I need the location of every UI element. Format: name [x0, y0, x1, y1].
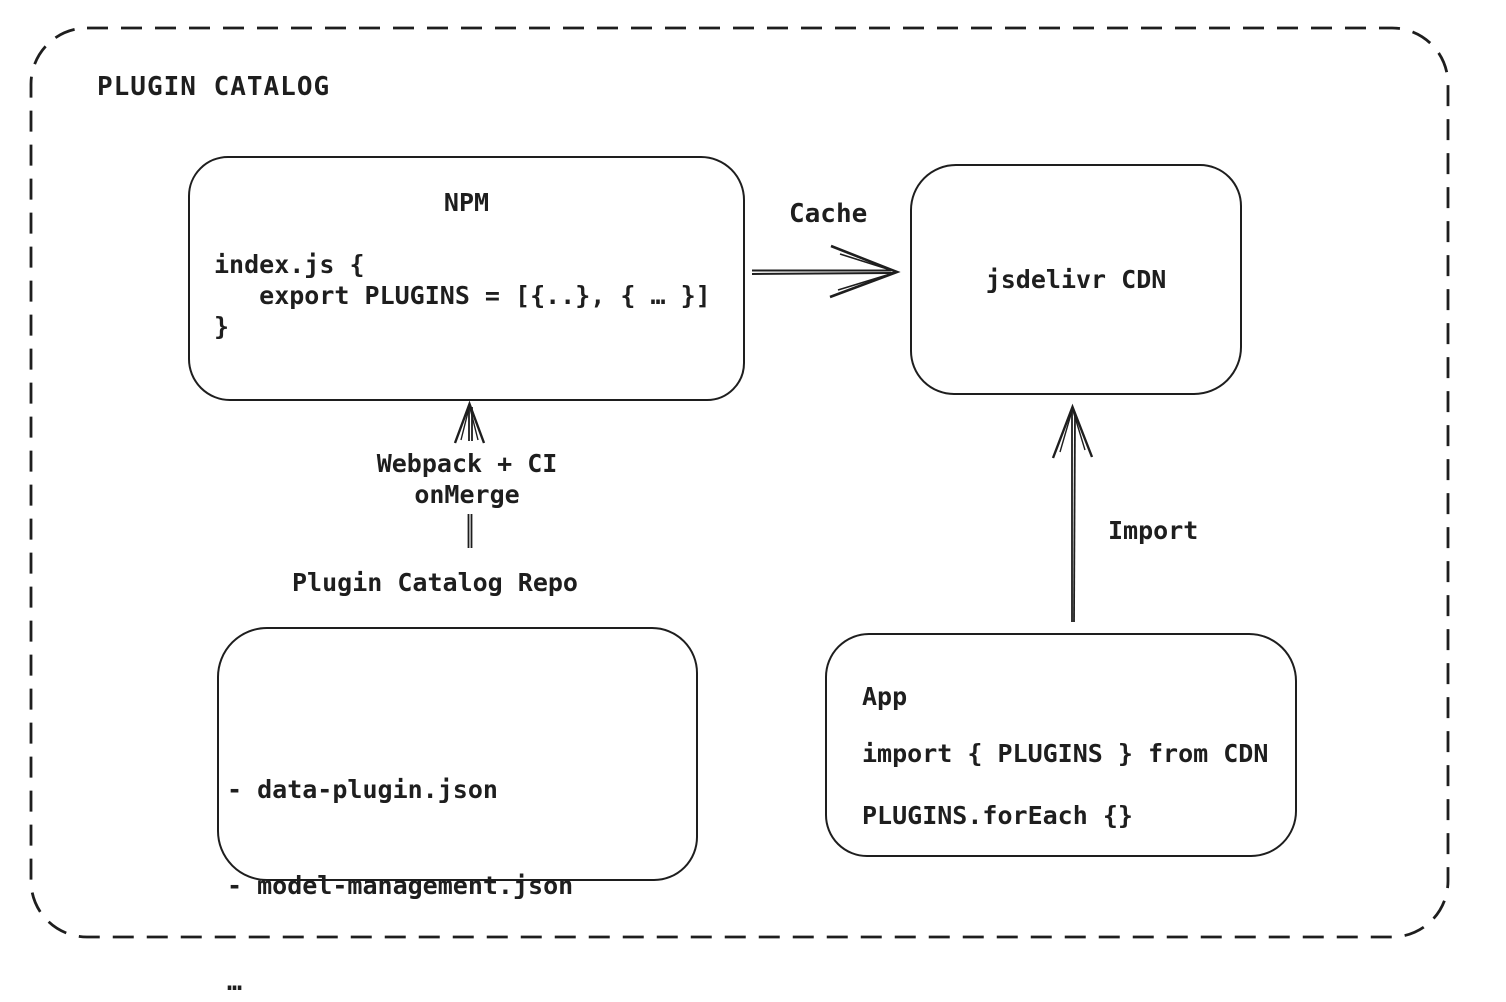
app-node-body: App import { PLUGINS } from CDN PLUGINS.… — [827, 635, 1295, 831]
app-node-title: App — [862, 682, 908, 711]
npm-node-title: NPM — [443, 188, 490, 217]
repo-file-item: … — [227, 967, 243, 996]
repo-file-list: - data-plugin.json - model-management.js… — [219, 629, 696, 1002]
cache-arrow — [751, 244, 901, 299]
node-app: App import { PLUGINS } from CDN PLUGINS.… — [825, 633, 1297, 857]
cache-arrow-label: Cache — [789, 199, 868, 229]
node-jsdelivr-cdn: jsdelivr CDN — [910, 164, 1242, 395]
npm-code-snippet: index.js { export PLUGINS = [{..}, { … }… — [214, 250, 711, 341]
import-arrow — [1051, 403, 1094, 623]
repo-file-item: - data-plugin.json — [227, 775, 498, 804]
build-arrow-label-line2: onMerge — [414, 480, 520, 509]
import-arrow-label: Import — [1108, 516, 1199, 545]
repo-heading: Plugin Catalog Repo — [292, 568, 578, 597]
build-arrow-label: Webpack + CI onMerge — [347, 448, 587, 510]
node-plugin-catalog-repo: - data-plugin.json - model-management.js… — [217, 627, 698, 996]
build-arrow-label-line1: Webpack + CI — [376, 449, 558, 478]
node-npm: NPM index.js { export PLUGINS = [{..}, {… — [188, 156, 745, 401]
repo-file-item: - model-management.json — [227, 871, 574, 900]
cdn-node-label: jsdelivr CDN — [985, 265, 1167, 294]
app-import-line: import { PLUGINS } from CDN — [862, 739, 1269, 768]
diagram-title: PLUGIN CATALOG — [97, 72, 331, 102]
app-foreach-line: PLUGINS.forEach {} — [862, 801, 1133, 830]
